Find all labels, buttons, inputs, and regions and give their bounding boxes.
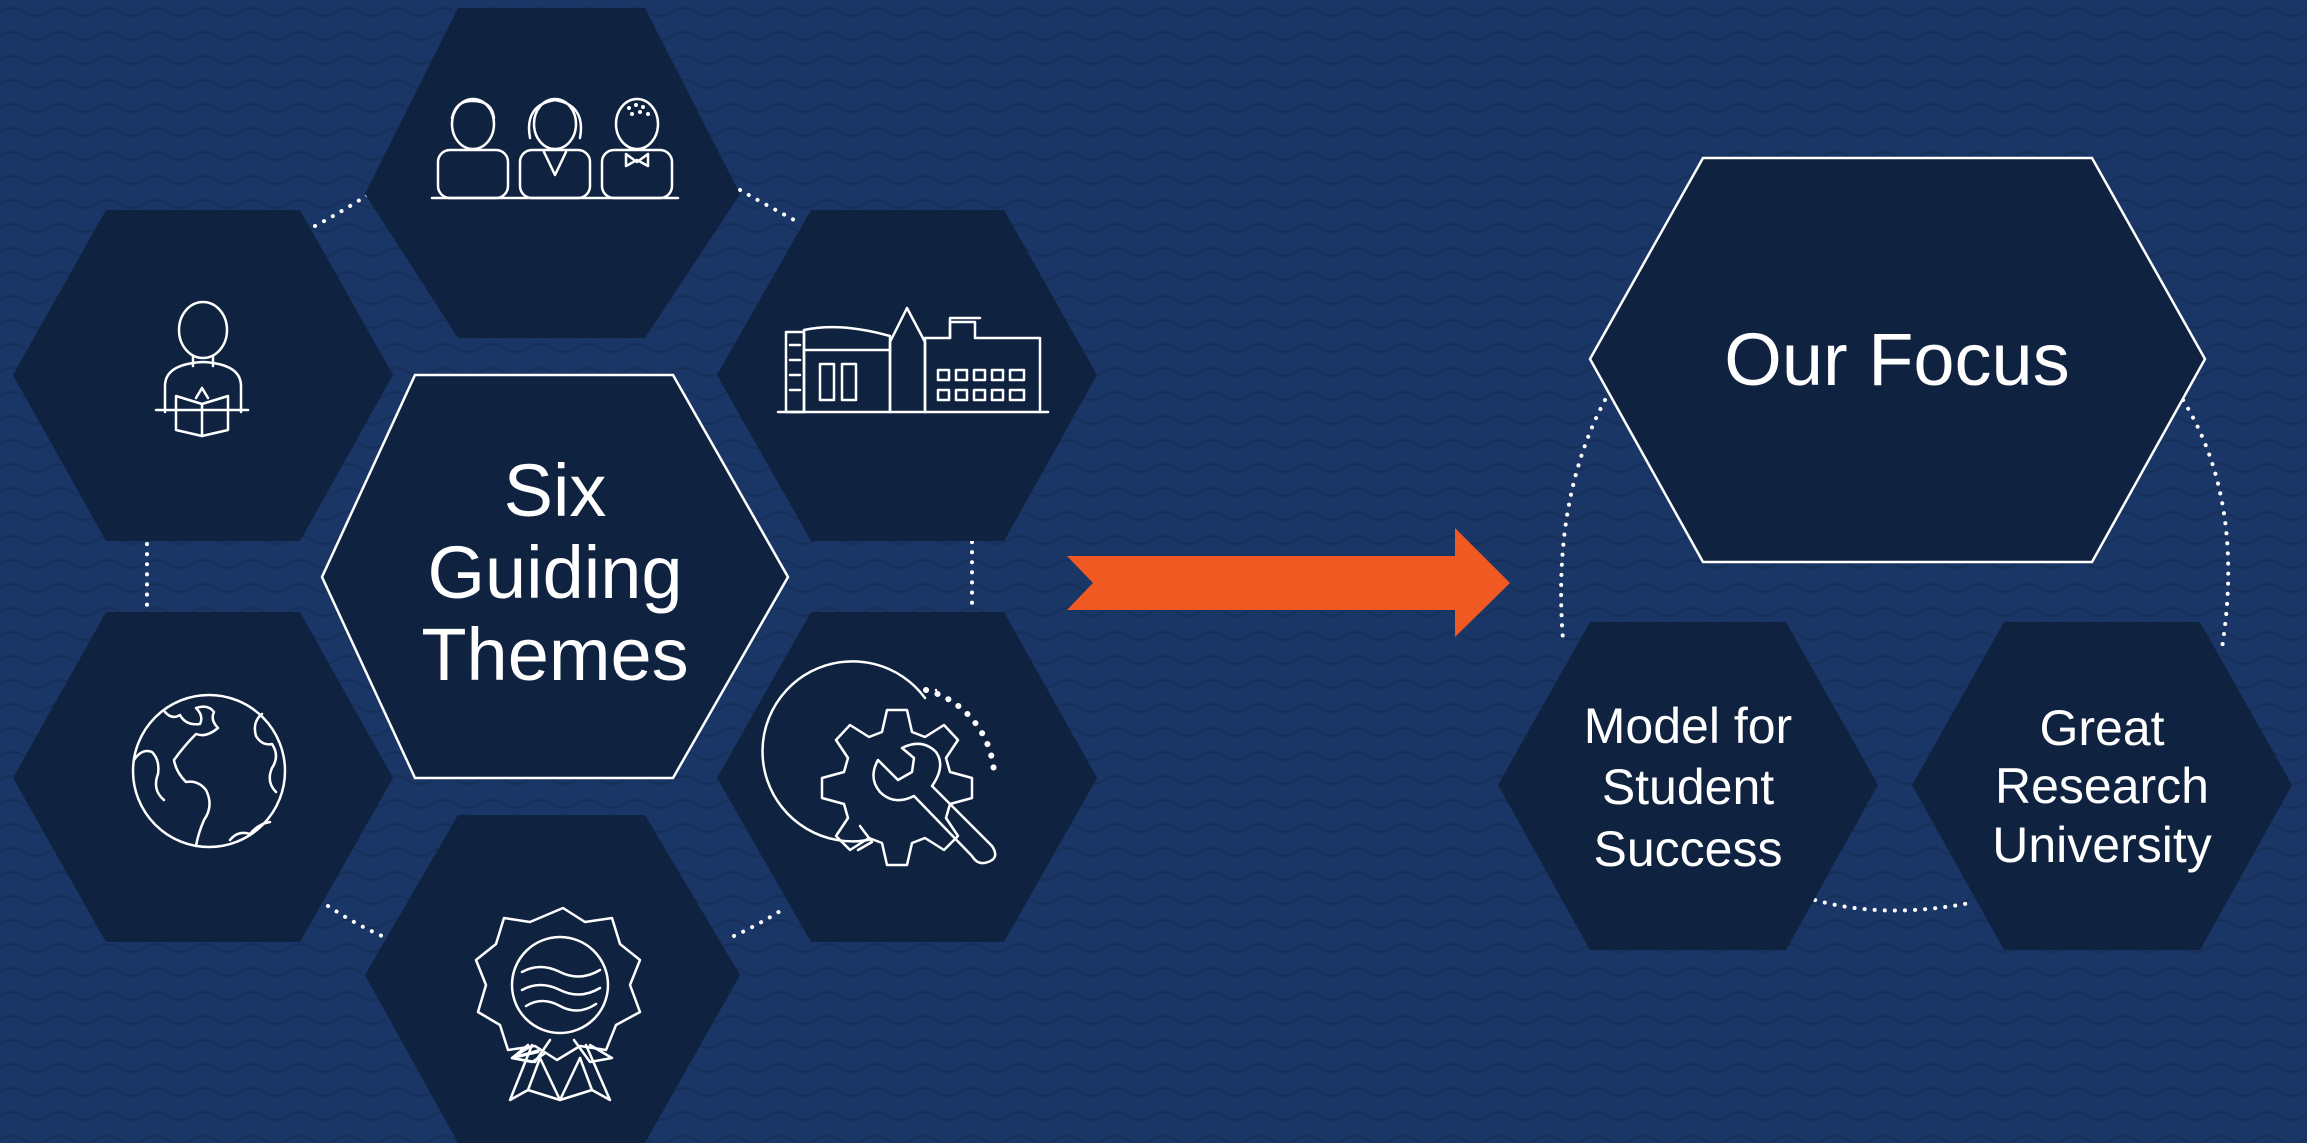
center-title-line-3: Themes [421, 613, 688, 696]
reader-icon [154, 300, 250, 438]
connector-bottom-right [732, 906, 787, 938]
center-title-line-2: Guiding [427, 531, 682, 614]
award-ribbon-icon [474, 906, 642, 1102]
hex-bottom [365, 815, 740, 1143]
center-title-line-1: Six [504, 449, 607, 532]
connector-top-right [738, 188, 800, 224]
research-university-line-1: Great [2039, 700, 2164, 756]
globe-icon [131, 693, 287, 849]
right-arrow-icon [1067, 528, 1510, 637]
gear-progress-dots [923, 687, 997, 775]
connector-focus-bottom [1813, 898, 1977, 913]
building-icon [776, 306, 1050, 414]
our-focus-hexagon [1588, 156, 2207, 564]
center-hexagon [320, 373, 790, 780]
people-icon [430, 97, 680, 200]
focus-cluster: Our Focus Model for Student Success Grea… [1498, 156, 2292, 950]
connector-focus-right [2181, 398, 2231, 650]
research-university-line-3: University [1992, 817, 2211, 873]
hex-top [365, 8, 740, 338]
gear-wrench-icon [761, 660, 997, 867]
our-focus-title: Our Focus [1724, 318, 2069, 401]
hex-lower-right [717, 612, 1097, 942]
hex-research-university [1912, 622, 2292, 950]
student-success-line-2: Student [1602, 759, 1774, 815]
student-success-line-3: Success [1594, 821, 1783, 877]
student-success-line-1: Model for [1584, 698, 1792, 754]
connector-bottom-left [326, 904, 384, 938]
hex-lower-left [13, 612, 393, 942]
hex-student-success [1498, 622, 1878, 950]
research-university-line-2: Research [1995, 758, 2209, 814]
six-themes-cluster: Six Guiding Themes [13, 8, 1097, 1143]
hex-upper-right [717, 210, 1097, 541]
connector-focus-left [1559, 398, 1607, 642]
hex-upper-left [13, 210, 393, 541]
